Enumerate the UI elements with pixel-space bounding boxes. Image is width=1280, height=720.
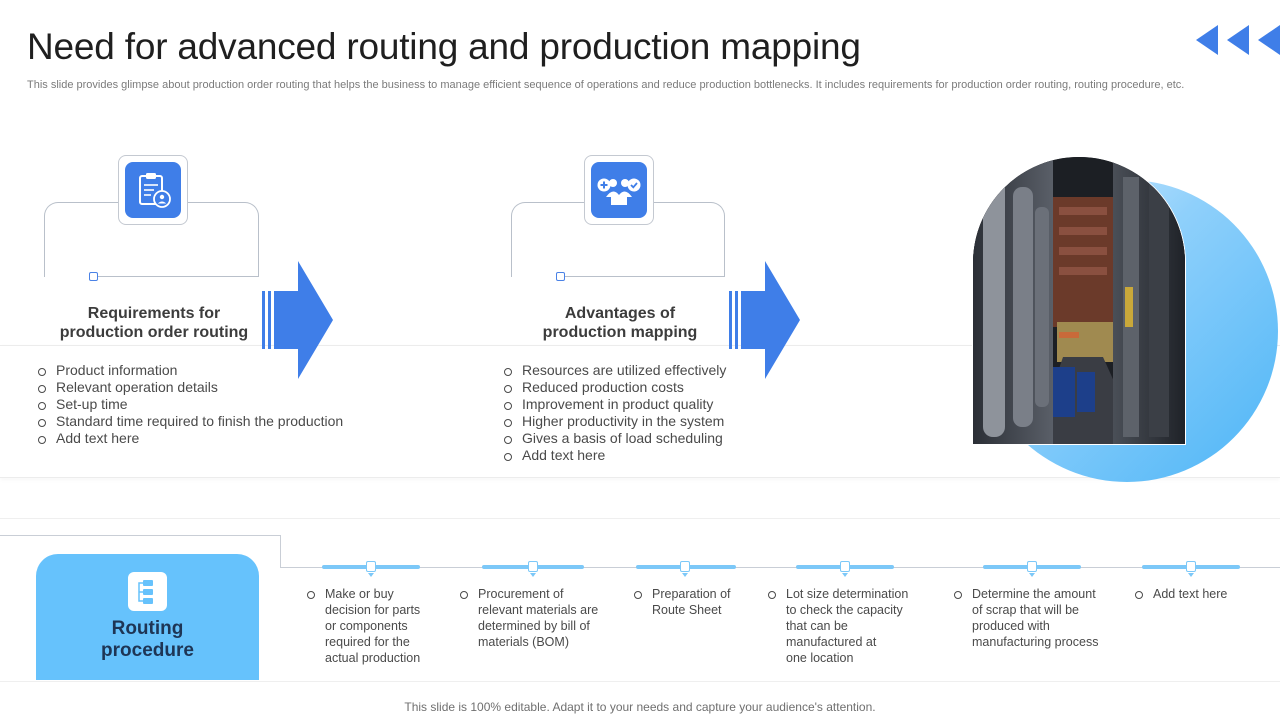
step-line: manufacturing process xyxy=(972,635,1099,649)
flowchart-icon xyxy=(137,579,153,604)
timeline-node xyxy=(1186,561,1196,577)
step-line: relevant materials are xyxy=(478,603,599,617)
clipboard-user-icon xyxy=(139,173,171,208)
section-1-list: Product information Relevant operation d… xyxy=(36,362,343,447)
timeline-node xyxy=(366,561,376,577)
step-line: one location xyxy=(786,651,854,665)
step-line: actual production xyxy=(325,651,421,665)
step-line: to check the capacity xyxy=(786,603,903,617)
routing-procedure-box: Routing procedure xyxy=(36,554,259,680)
list-item: Add text here xyxy=(36,430,343,447)
team-balance-icon xyxy=(597,178,641,205)
list-item: Resources are utilized effectively xyxy=(502,362,726,379)
section-2-bracket-node xyxy=(556,272,565,281)
routing-step-1: Make or buy decision for parts or compon… xyxy=(306,586,456,666)
list-item: Set-up time xyxy=(36,396,343,413)
routing-title-line1: Routing xyxy=(111,618,184,639)
routing-title: Routing procedure xyxy=(36,618,259,662)
factory-photo xyxy=(972,156,1186,445)
section-2-list: Resources are utilized effectively Reduc… xyxy=(502,362,726,464)
nav-arrows xyxy=(1192,24,1280,56)
footer-divider xyxy=(0,681,1280,682)
step-line: manufactured at xyxy=(786,635,877,649)
timeline-line xyxy=(280,567,1280,568)
routing-title-line2: procedure xyxy=(101,640,194,661)
divider-line xyxy=(0,518,1280,519)
step-line: Add text here xyxy=(1153,587,1228,601)
routing-icon-box xyxy=(128,572,167,611)
slide-subtitle: This slide provides glimpse about produc… xyxy=(27,79,1185,91)
timeline-node xyxy=(680,561,690,577)
step-line: Preparation of xyxy=(652,587,731,601)
footer-note: This slide is 100% editable. Adapt it to… xyxy=(404,700,876,714)
triple-chevron-left-icon xyxy=(1196,25,1280,55)
timeline-node xyxy=(1027,561,1037,577)
step-line: Route Sheet xyxy=(652,603,722,617)
list-item: Higher productivity in the system xyxy=(502,413,726,430)
step-line: required for the xyxy=(325,635,410,649)
list-item: Add text here xyxy=(502,447,726,464)
routing-step-4: Lot size determination to check the capa… xyxy=(767,586,937,666)
routing-frame-top xyxy=(0,535,281,536)
step-line: produced with xyxy=(972,619,1050,633)
section-1-arrow-icon xyxy=(262,261,333,379)
section-1-icon-box xyxy=(118,155,188,225)
section-2-heading-line2: production mapping xyxy=(542,324,698,341)
factory-corridor-image xyxy=(973,157,1185,444)
routing-step-6: Add text here xyxy=(1134,586,1264,602)
step-line: Lot size determination xyxy=(786,587,909,601)
section-1-heading: Requirements for production order routin… xyxy=(34,304,274,342)
section-2-arrow-icon xyxy=(729,261,800,379)
section-1-bracket-node xyxy=(89,272,98,281)
routing-step-5: Determine the amount of scrap that will … xyxy=(953,586,1123,650)
step-line: determined by bill of xyxy=(478,619,590,633)
step-line: Make or buy xyxy=(325,587,394,601)
routing-step-2: Procurement of relevant materials are de… xyxy=(459,586,619,650)
slide-title: Need for advanced routing and production… xyxy=(27,26,861,67)
list-item: Standard time required to finish the pro… xyxy=(36,413,343,430)
step-line: Determine the amount xyxy=(972,587,1096,601)
step-line: Procurement of xyxy=(478,587,564,601)
step-line: that can be xyxy=(786,619,848,633)
section-1-bracket-base xyxy=(94,276,259,277)
step-line: decision for parts xyxy=(325,603,421,617)
list-item: Improvement in product quality xyxy=(502,396,726,413)
section-2-heading: Advantages of production mapping xyxy=(500,304,740,342)
routing-frame-side xyxy=(280,535,281,568)
timeline-node xyxy=(528,561,538,577)
step-line: of scrap that will be xyxy=(972,603,1079,617)
section-2-bracket-base xyxy=(560,276,725,277)
list-item: Gives a basis of load scheduling xyxy=(502,430,726,447)
list-item: Product information xyxy=(36,362,343,379)
routing-step-3: Preparation of Route Sheet xyxy=(633,586,763,618)
list-item: Reduced production costs xyxy=(502,379,726,396)
timeline-node xyxy=(840,561,850,577)
step-line: materials (BOM) xyxy=(478,635,569,649)
list-item: Relevant operation details xyxy=(36,379,343,396)
section-2-icon-box xyxy=(584,155,654,225)
section-1-heading-line1: Requirements for xyxy=(87,305,221,322)
step-line: or components xyxy=(325,619,408,633)
section-2-heading-line1: Advantages of xyxy=(564,305,676,322)
section-1-heading-line2: production order routing xyxy=(59,324,249,341)
